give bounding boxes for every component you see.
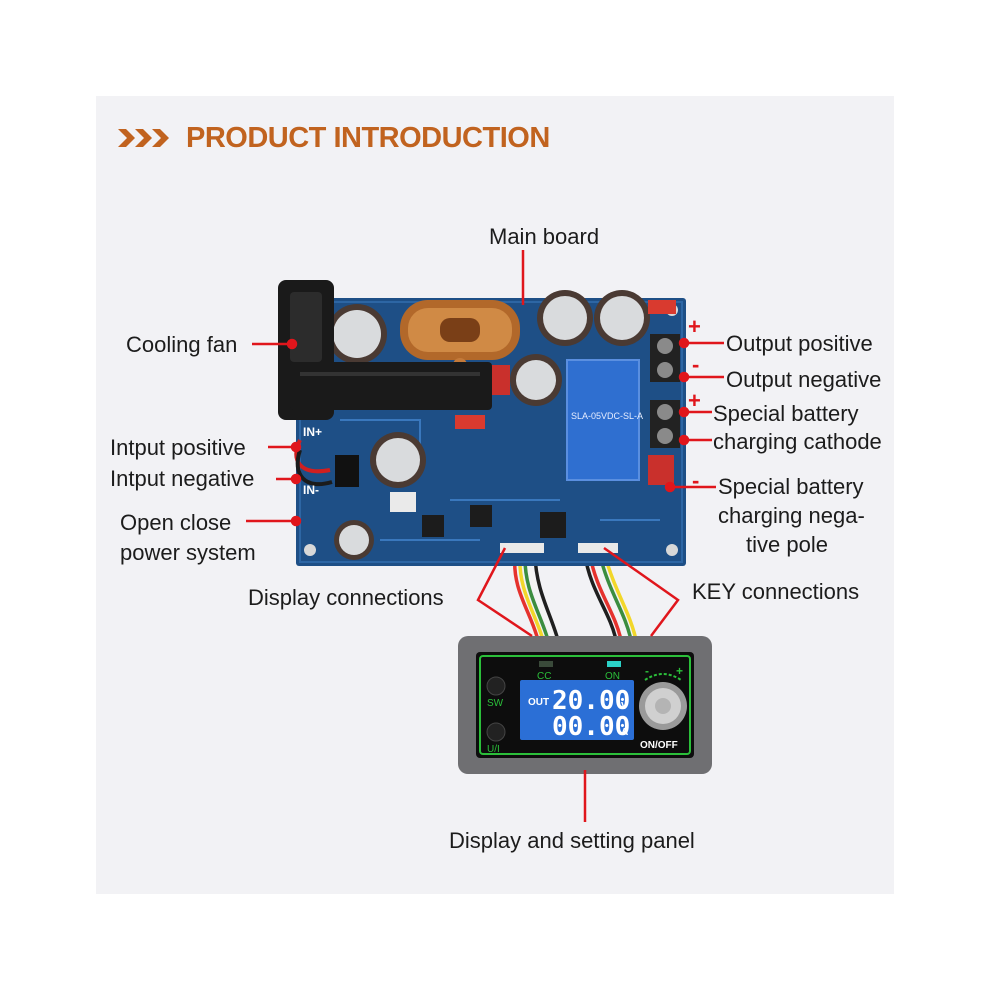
label-open-close-line2: power system: [120, 540, 256, 565]
display-setting-panel: [458, 636, 712, 774]
label-open-close-line1: Open close: [120, 510, 232, 535]
board-in-minus: IN-: [303, 483, 319, 497]
board-in-plus: IN+: [303, 425, 322, 439]
callout-lines: [246, 250, 724, 822]
panel-current-unit: A: [621, 727, 628, 738]
panel-cc-label: CC: [537, 671, 551, 682]
display-cable: [512, 554, 560, 641]
label-display-panel: Display and setting panel: [449, 828, 695, 853]
label-cooling-fan: Cooling fan: [126, 332, 238, 357]
label-input-positive: Intput positive: [110, 435, 246, 460]
label-display-connections: Display connections: [248, 585, 444, 610]
panel-current-readout: 00.00: [552, 712, 630, 742]
chevrons-icon: [118, 129, 169, 147]
label-battery-negative-line3: tive pole: [746, 532, 828, 557]
label-battery-negative-line2: charging nega-: [718, 503, 865, 528]
label-key-connections: KEY connections: [692, 579, 860, 604]
label-battery-cathode-line2: charging cathode: [713, 429, 882, 454]
panel-voltage-readout: 20.00: [552, 686, 630, 716]
battery-minus-sign: -: [692, 468, 700, 493]
label-output-positive: Output positive: [726, 331, 873, 356]
capacitors: [327, 290, 650, 560]
panel-voltage-unit: V: [621, 701, 628, 712]
panel-ui-label: U/I: [487, 744, 500, 755]
battery-plus-sign: +: [688, 388, 701, 413]
label-battery-cathode-line1: Special battery: [713, 401, 859, 426]
panel-minus-sign: -: [645, 664, 649, 678]
label-output-negative: Output negative: [726, 367, 882, 392]
terminal-blocks: [650, 334, 680, 448]
header: PRODUCT INTRODUCTION: [118, 118, 550, 158]
label-main-board: Main board: [489, 224, 600, 249]
label-input-negative: Intput negative: [110, 466, 255, 491]
panel-onoff-label: ON/OFF: [640, 740, 678, 751]
output-plus-sign: +: [688, 314, 701, 339]
relay-label: SLA-05VDC-SL-A: [571, 411, 643, 421]
panel-on-label: ON: [605, 671, 620, 682]
panel-sw-label: SW: [487, 698, 504, 709]
output-minus-sign: -: [692, 352, 700, 377]
panel-out-label: OUT: [528, 697, 549, 708]
panel-plus-sign: +: [676, 664, 683, 678]
key-cable: [583, 554, 638, 641]
label-battery-negative-line1: Special battery: [718, 474, 864, 499]
relay: SLA-05VDC-SL-A: [566, 359, 643, 481]
main-board: SLA-05VDC-SL-A IN+ IN-: [294, 290, 686, 566]
inductor: [400, 300, 520, 372]
page-title: PRODUCT INTRODUCTION: [186, 121, 550, 154]
cooling-fan: [278, 280, 492, 420]
